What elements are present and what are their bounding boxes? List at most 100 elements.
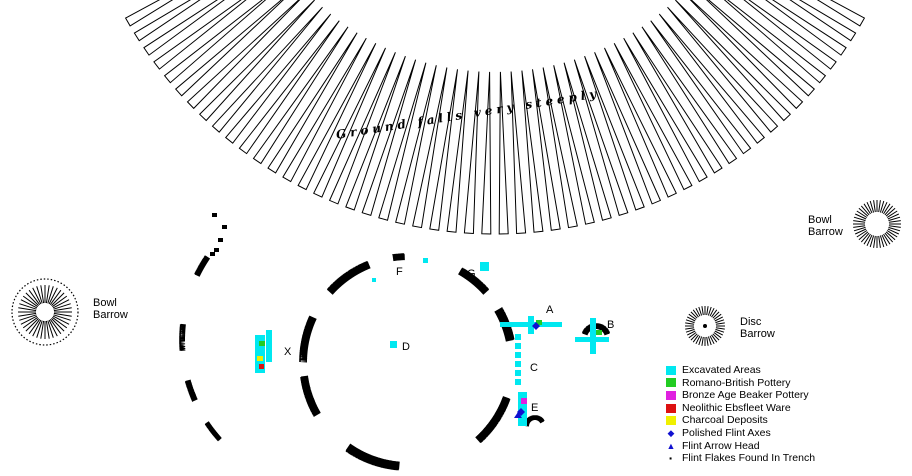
slope-hachure bbox=[143, 0, 225, 56]
slope-hachure bbox=[153, 0, 247, 70]
polished-flint-axe bbox=[532, 322, 540, 330]
slope-hachure bbox=[163, 0, 267, 84]
slope-hachure bbox=[650, 20, 752, 155]
legend-swatch bbox=[666, 378, 676, 388]
slope-hachure bbox=[133, 0, 201, 42]
slope-hachure bbox=[675, 0, 792, 122]
bowl-barrow-right-spokes bbox=[853, 200, 901, 248]
excavated-area bbox=[515, 361, 521, 367]
legend-label: Bronze Age Beaker Pottery bbox=[682, 389, 809, 402]
dot-icon: · bbox=[668, 450, 674, 467]
trench-label-f: F bbox=[396, 266, 403, 278]
slope-hachure bbox=[252, 26, 349, 165]
slope-hachure bbox=[463, 71, 480, 235]
slope-hachure bbox=[211, 6, 323, 133]
trench-label-e: E bbox=[531, 402, 539, 414]
disc-barrow-spokes bbox=[685, 306, 725, 346]
excavated-area bbox=[480, 262, 489, 271]
bowl-barrow-left-spokes bbox=[18, 285, 72, 339]
slope-hachure bbox=[632, 32, 723, 174]
slope-hachure bbox=[429, 69, 458, 231]
legend-label: Charcoal Deposits bbox=[682, 414, 768, 427]
slope-hachure bbox=[198, 0, 315, 122]
slope-hachure bbox=[532, 69, 561, 231]
legend-swatch bbox=[666, 403, 676, 413]
slope-hachure bbox=[345, 56, 406, 211]
excavated-area bbox=[515, 343, 521, 349]
excavated-area bbox=[590, 318, 596, 354]
legend-label: Flint Flakes Found In Trench bbox=[682, 452, 816, 465]
triangle-icon: ▲ bbox=[666, 440, 676, 451]
enclosure-ditches bbox=[179, 213, 610, 471]
diamond-icon: ◆ bbox=[667, 427, 675, 438]
ditch-fragment bbox=[210, 252, 215, 256]
slope-hachure bbox=[174, 0, 284, 97]
legend-swatch bbox=[666, 390, 676, 400]
slope-hachure bbox=[667, 6, 779, 133]
legend-label: Polished Flint Axes bbox=[682, 426, 771, 439]
legend-label: Flint Arrow Head bbox=[682, 439, 760, 452]
ditch-ticks bbox=[301, 375, 321, 417]
ditch-ticks bbox=[392, 254, 405, 262]
ditch-ticks bbox=[345, 443, 400, 470]
romano-british-pottery bbox=[596, 330, 602, 335]
ditch-fragment bbox=[212, 213, 217, 217]
slope-hachure bbox=[743, 0, 837, 70]
slope-hachure bbox=[238, 20, 340, 155]
slope-hachure bbox=[816, 0, 866, 27]
excavated-area bbox=[528, 316, 534, 334]
ditch-fragment bbox=[214, 248, 219, 252]
ditch-ticks bbox=[205, 421, 222, 441]
slope-hachure bbox=[521, 70, 544, 233]
slope-hachure bbox=[641, 26, 738, 165]
trench-label-g: G bbox=[467, 268, 476, 280]
charcoal-deposit bbox=[257, 356, 263, 361]
slope-hachure bbox=[573, 59, 629, 217]
excavated-area bbox=[266, 330, 272, 362]
excavated-area bbox=[390, 341, 397, 348]
slope-hachure bbox=[553, 65, 595, 225]
legend-label: Excavated Areas bbox=[682, 364, 761, 376]
ditch-fragment bbox=[218, 238, 223, 242]
slope-hachure bbox=[706, 0, 816, 97]
ditch-fragment bbox=[222, 225, 227, 229]
slope-hachure bbox=[282, 37, 367, 183]
excavated-area bbox=[518, 392, 527, 426]
excavated-area bbox=[372, 278, 376, 282]
trench-label-c: C bbox=[530, 362, 538, 374]
slope-hachure bbox=[267, 32, 358, 174]
slope-hachure bbox=[361, 59, 417, 217]
slope-hachure bbox=[594, 52, 662, 205]
legend-label: Neolithic Ebsfleet Ware bbox=[682, 401, 791, 414]
slope-hachure bbox=[723, 0, 827, 84]
slope-hachure bbox=[124, 0, 174, 27]
ditch-ticks bbox=[299, 315, 317, 363]
legend-item: Neolithic Ebsfleet Ware bbox=[666, 402, 815, 415]
slope-hachure bbox=[412, 67, 448, 229]
legend-item: · Flint Flakes Found In Trench bbox=[666, 450, 816, 467]
ditch-ticks bbox=[475, 396, 510, 443]
slope-hachure bbox=[481, 71, 492, 235]
bowl-barrow-left-outline bbox=[11, 278, 79, 346]
slope-hachure bbox=[328, 52, 396, 205]
slope-hachure bbox=[658, 13, 766, 144]
slope-hachure bbox=[224, 13, 332, 144]
legend-swatch bbox=[666, 416, 676, 426]
slope-hachure bbox=[584, 56, 645, 211]
legend-item: ▲ Flint Arrow Head bbox=[666, 440, 815, 453]
slope-hachures bbox=[124, 0, 866, 235]
slope-hachure bbox=[623, 37, 708, 183]
beaker-pottery bbox=[521, 398, 527, 404]
ditch-ticks bbox=[195, 255, 211, 277]
slope-hachure bbox=[613, 43, 693, 191]
romano-british-pottery bbox=[536, 320, 542, 325]
slope-hachure bbox=[689, 0, 804, 110]
slope-hachure bbox=[542, 67, 578, 229]
legend-label: Romano-British Pottery bbox=[682, 376, 791, 389]
trench-label-b: B bbox=[607, 319, 615, 331]
slope-hachure bbox=[395, 65, 437, 225]
slope-hachure bbox=[510, 71, 527, 235]
